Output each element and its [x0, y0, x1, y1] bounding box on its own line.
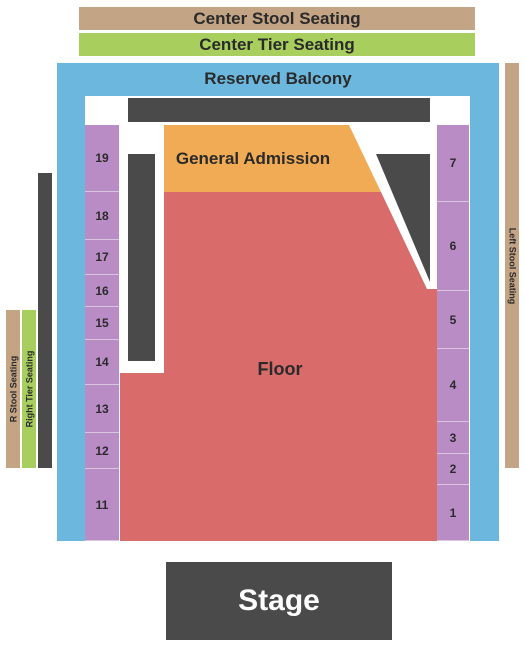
general-admission-section[interactable] — [164, 125, 381, 192]
box-2[interactable]: 2 — [437, 454, 469, 485]
box-1-label: 1 — [449, 505, 457, 520]
box-2-label: 2 — [449, 462, 457, 476]
box-5[interactable]: 5 — [437, 291, 469, 349]
floor-section[interactable] — [120, 192, 437, 541]
box-7[interactable]: 7 — [437, 125, 469, 202]
box-17[interactable]: 17 — [85, 240, 119, 275]
box-3-label: 3 — [449, 430, 457, 445]
stage-label: Stage — [238, 584, 320, 617]
center-tier-seating-label: Center Tier Seating — [199, 34, 355, 54]
box-4[interactable]: 4 — [437, 349, 469, 422]
box-17-label: 17 — [95, 250, 109, 264]
box-18[interactable]: 18 — [85, 192, 119, 240]
center-stool-seating-label: Center Stool Seating — [193, 8, 361, 28]
box-16-label: 16 — [95, 283, 109, 298]
box-14-label: 14 — [95, 355, 109, 369]
general-admission-label: General Admission — [175, 149, 331, 168]
left-stool-seating-section[interactable]: Left Stool Seating — [505, 63, 519, 468]
box-19-label: 19 — [95, 151, 109, 165]
box-19[interactable]: 19 — [85, 125, 119, 192]
blocked-area-left-pillar — [128, 154, 155, 361]
box-14[interactable]: 14 — [85, 340, 119, 385]
box-11-label: 11 — [95, 497, 109, 512]
box-6-label: 6 — [449, 239, 457, 253]
blocked-area-right-wedge — [376, 154, 430, 282]
right-tier-seating-label: Right Tier Seating — [24, 350, 34, 428]
reserved-balcony-label: Reserved Balcony — [204, 69, 352, 88]
center-stool-seating-section[interactable]: Center Stool Seating — [79, 7, 475, 30]
box-1[interactable]: 1 — [437, 485, 469, 541]
blocked-area-top — [128, 98, 430, 122]
center-tier-seating-section[interactable]: Center Tier Seating — [79, 33, 475, 56]
box-18-label: 18 — [95, 208, 109, 223]
right-tier-seating-section[interactable]: Right Tier Seating — [22, 310, 36, 468]
r-stool-seating-label: R Stool Seating — [8, 355, 19, 423]
box-11[interactable]: 11 — [85, 469, 119, 541]
left-stool-seating-label: Left Stool Seating — [507, 227, 517, 304]
box-7-label: 7 — [449, 156, 457, 170]
box-15-label: 15 — [95, 316, 109, 330]
box-12[interactable]: 12 — [85, 433, 119, 469]
box-13-label: 13 — [95, 401, 109, 416]
box-6[interactable]: 6 — [437, 202, 469, 291]
box-12-label: 12 — [95, 443, 109, 458]
box-13[interactable]: 13 — [85, 385, 119, 433]
r-stool-seating-section[interactable]: R Stool Seating — [6, 310, 20, 468]
stage: Stage — [166, 562, 392, 640]
blocked-area-left-side — [38, 173, 52, 468]
box-16[interactable]: 16 — [85, 275, 119, 307]
box-3[interactable]: 3 — [437, 422, 469, 454]
box-5-label: 5 — [449, 312, 457, 327]
box-4-label: 4 — [449, 378, 457, 392]
box-15[interactable]: 15 — [85, 307, 119, 340]
floor-label: Floor — [257, 358, 303, 379]
